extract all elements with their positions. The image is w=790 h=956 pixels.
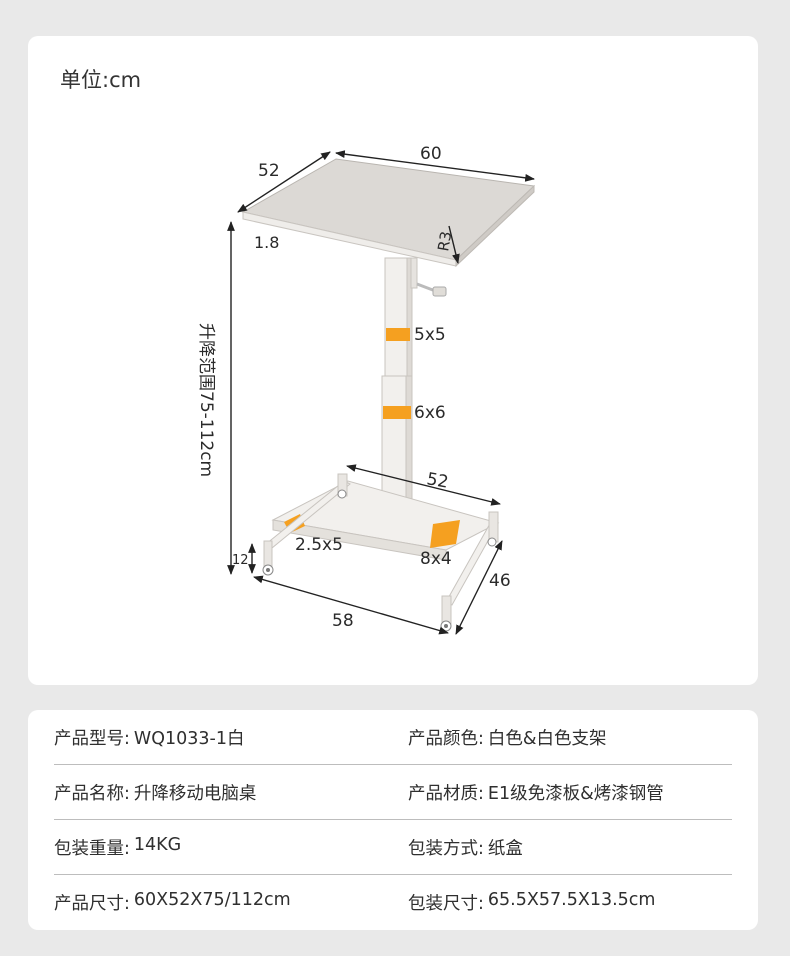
dim-lower-column: 6x6 xyxy=(414,403,446,423)
spec-label-weight: 包装重量: xyxy=(54,838,130,859)
spec-cell: 产品尺寸: 60X52X75/112cm xyxy=(54,890,378,915)
spec-cell: 产品颜色: 白色&白色支架 xyxy=(378,725,732,750)
spec-label-package-size: 包装尺寸: xyxy=(408,894,484,914)
spec-card: 产品型号: WQ1033-1白 产品颜色: 白色&白色支架 产品名称: 升降移动… xyxy=(28,710,758,930)
desk-dimension-diagram: 52 60 1.8 R3 5x5 6x6 52 2.5x5 8x4 46 58 … xyxy=(196,144,536,635)
spec-cell: 产品名称: 升降移动电脑桌 xyxy=(54,780,378,805)
dim-upper-column: 5x5 xyxy=(414,325,446,345)
spec-cell: 产品材质: E1级免漆板&烤漆钢管 xyxy=(378,780,732,805)
spec-label-model: 产品型号: xyxy=(54,728,130,749)
spec-cell: 产品型号: WQ1033-1白 xyxy=(54,725,378,750)
spec-value-weight: 14KG xyxy=(133,834,182,855)
dim-caster-height: 12 xyxy=(232,553,249,568)
unit-label: 单位:cm xyxy=(60,68,142,92)
product-diagram-card: 单位:cm xyxy=(28,36,758,685)
desk-top xyxy=(241,158,536,268)
spec-row: 产品型号: WQ1033-1白 产品颜色: 白色&白色支架 xyxy=(54,710,732,765)
dim-corner-radius: R3 xyxy=(434,230,455,253)
spec-table: 产品型号: WQ1033-1白 产品颜色: 白色&白色支架 产品名称: 升降移动… xyxy=(54,710,732,930)
upper-column xyxy=(384,257,447,379)
dim-top-thickness: 1.8 xyxy=(254,233,279,252)
spec-row: 产品尺寸: 60X52X75/112cm 包装尺寸: 65.5X57.5X13.… xyxy=(54,875,732,930)
spec-value-packaging: 纸盒 xyxy=(487,838,523,859)
spec-label-name: 产品名称: xyxy=(54,783,130,804)
spec-cell: 包装重量: 14KG xyxy=(54,835,378,860)
dim-base-tube: 8x4 xyxy=(420,549,452,569)
spec-value-package-size: 65.5X57.5X13.5cm xyxy=(487,890,656,910)
spec-value-color: 白色&白色支架 xyxy=(487,728,607,749)
spec-label-material: 产品材质: xyxy=(408,783,484,804)
spec-cell: 包装方式: 纸盒 xyxy=(378,835,732,860)
spec-label-color: 产品颜色: xyxy=(408,728,484,749)
spec-label-packaging: 包装方式: xyxy=(408,838,484,859)
spec-value-material: E1级免漆板&烤漆钢管 xyxy=(487,783,664,804)
dim-base-width: 58 xyxy=(332,611,354,631)
spec-value-model: WQ1033-1白 xyxy=(133,728,245,749)
dim-base-depth: 46 xyxy=(489,571,511,591)
dim-foot-tube: 2.5x5 xyxy=(295,535,343,555)
spec-value-name: 升降移动电脑桌 xyxy=(133,783,257,804)
spec-row: 包装重量: 14KG 包装方式: 纸盒 xyxy=(54,820,732,875)
dim-base-span: 52 xyxy=(425,469,450,492)
dim-top-depth: 52 xyxy=(258,161,280,181)
dim-top-width: 60 xyxy=(420,144,442,164)
dimension-lines xyxy=(227,150,535,635)
spec-label-size: 产品尺寸: xyxy=(54,894,130,914)
spec-value-size: 60X52X75/112cm xyxy=(133,890,291,910)
spec-cell: 包装尺寸: 65.5X57.5X13.5cm xyxy=(378,890,732,915)
spec-row: 产品名称: 升降移动电脑桌 产品材质: E1级免漆板&烤漆钢管 xyxy=(54,765,732,820)
dim-height-range: 升降范围75-112cm xyxy=(196,323,216,477)
